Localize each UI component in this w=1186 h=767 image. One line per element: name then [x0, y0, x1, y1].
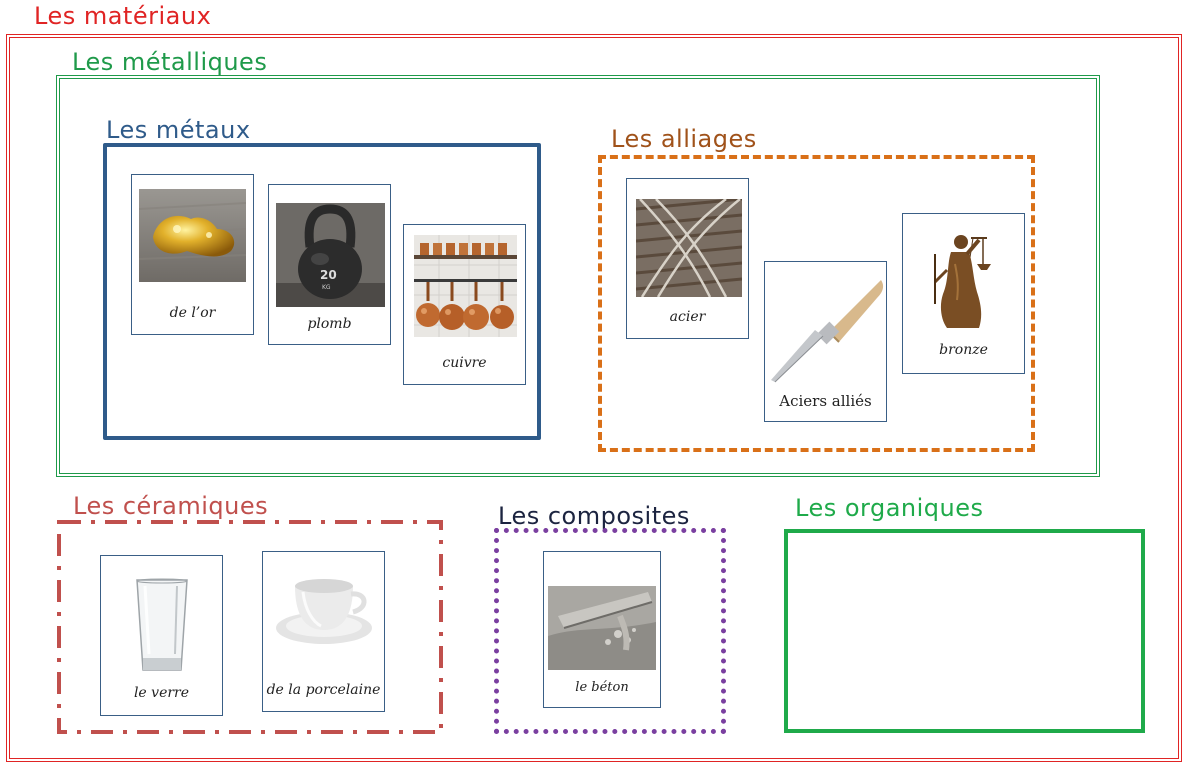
concrete-image [548, 586, 656, 670]
card-cuivre-label: cuivre [442, 355, 487, 371]
card-bronze-label: bronze [939, 342, 988, 358]
box-materiaux [6, 34, 1182, 762]
title-metalliques: Les métalliques [72, 48, 268, 76]
porcelain-cup-image [273, 574, 375, 652]
gold-nugget-image [139, 189, 246, 282]
svg-text:20: 20 [320, 268, 337, 282]
box-organiques [784, 529, 1145, 733]
card-verre-label: le verre [133, 685, 190, 701]
card-bronze: bronze [902, 213, 1025, 374]
title-composites: Les composites [498, 502, 690, 530]
svg-text:KG: KG [322, 284, 331, 291]
box-composites [494, 528, 726, 734]
title-ceramiques: Les céramiques [73, 492, 269, 520]
card-acier: acier [626, 178, 749, 339]
card-beton-label: le béton [575, 680, 629, 695]
justice-statue-image [921, 224, 1007, 330]
card-porcelaine-label: de la porcelaine [266, 682, 381, 698]
box-metalliques [56, 75, 1100, 477]
card-aciers-allies-label: Aciers alliés [779, 392, 872, 410]
kettlebell-image: 20 KG [276, 203, 385, 307]
card-acier-label: acier [669, 309, 706, 325]
card-plomb-label: plomb [307, 316, 352, 332]
card-verre: le verre [100, 555, 223, 716]
card-plomb: 20 KG plomb [268, 184, 391, 345]
card-or-label: de l’or [169, 305, 216, 321]
title-organiques: Les organiques [795, 494, 984, 522]
box-metaux [103, 143, 541, 440]
pocket-knife-image [769, 270, 884, 388]
title-alliages: Les alliages [611, 125, 757, 153]
title-materiaux: Les matériaux [34, 2, 212, 30]
glass-image [131, 578, 193, 676]
card-porcelaine: de la porcelaine [262, 551, 385, 712]
box-alliages [598, 155, 1035, 452]
card-aciers-allies: Aciers alliés [764, 261, 887, 422]
copper-pans-image [414, 235, 517, 337]
title-metaux: Les métaux [106, 116, 251, 144]
card-or: de l’or [131, 174, 254, 335]
card-cuivre: cuivre [403, 224, 526, 385]
railway-tracks-image [636, 199, 742, 297]
box-ceramiques [57, 520, 443, 734]
card-beton: le béton [543, 551, 661, 708]
